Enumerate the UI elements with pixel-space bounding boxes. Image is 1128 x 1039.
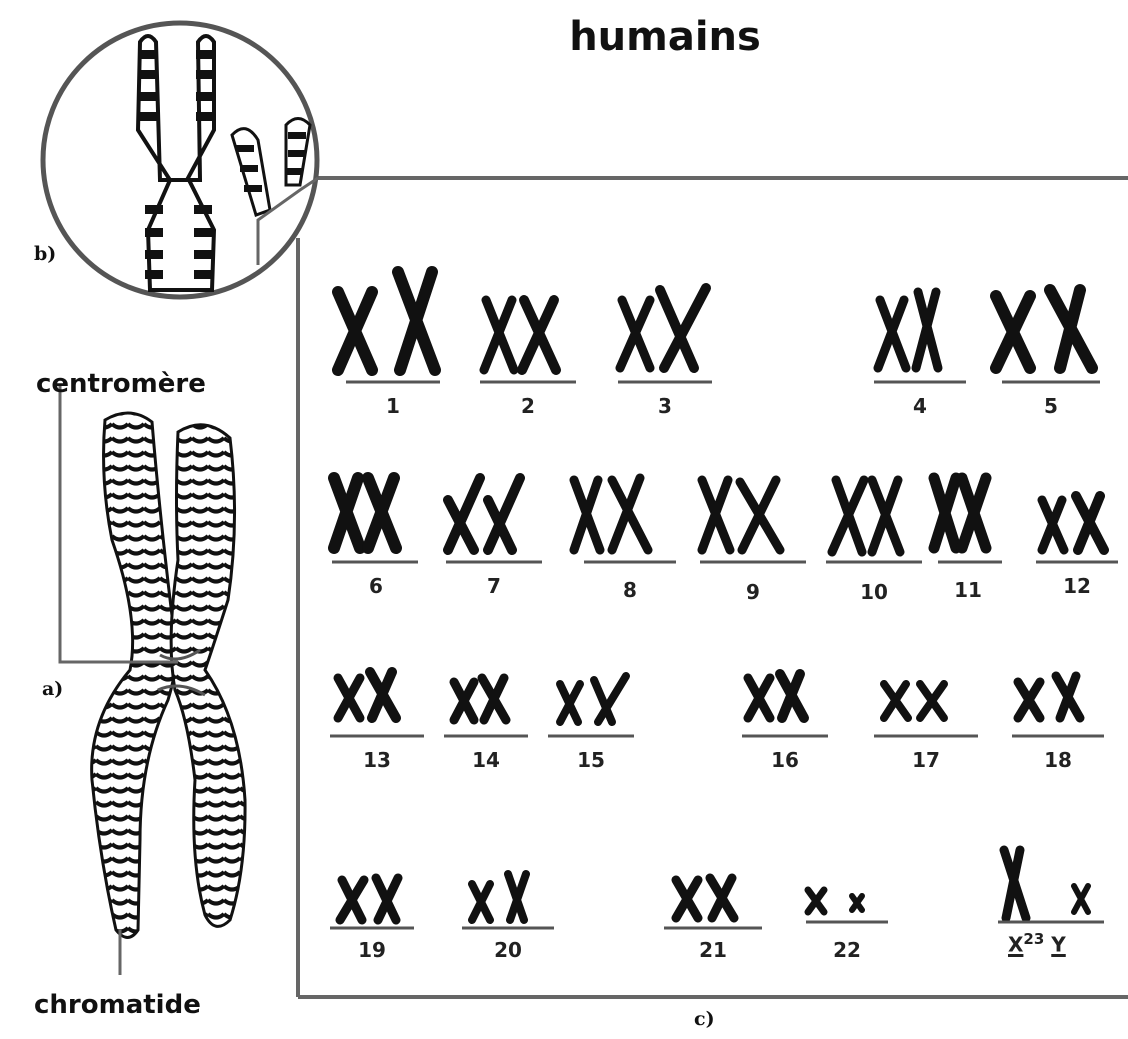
- pair-number: 10: [834, 580, 914, 604]
- pair-number: 11: [928, 578, 1008, 602]
- karyotype-baselines: [330, 382, 1118, 928]
- pair-number: 5: [1011, 394, 1091, 418]
- pair-number: 7: [454, 574, 534, 598]
- pair-number: 6: [336, 574, 416, 598]
- sex-chromosome-label: X23 Y: [1008, 930, 1066, 957]
- pair-number: 13: [337, 748, 417, 772]
- large-chromosome: [60, 385, 245, 975]
- pair-number: 9: [713, 580, 793, 604]
- pair-number: 4: [880, 394, 960, 418]
- pair-number: 16: [745, 748, 825, 772]
- pair-number: 15: [551, 748, 631, 772]
- pair-number: 20: [468, 938, 548, 962]
- chromatide-label: chromatide: [34, 990, 201, 1020]
- sex-pair-number: 23: [1023, 930, 1044, 948]
- sex-y: Y: [1051, 933, 1065, 957]
- sex-x: X: [1008, 933, 1023, 957]
- pair-number: 22: [807, 938, 887, 962]
- pair-number: 14: [446, 748, 526, 772]
- label-c: c): [694, 1008, 715, 1030]
- centromere-label: centromère: [36, 369, 206, 399]
- label-a: a): [42, 678, 63, 700]
- label-b: b): [34, 243, 56, 265]
- pair-number: 17: [886, 748, 966, 772]
- pair-number: 12: [1037, 574, 1117, 598]
- pair-number: 19: [332, 938, 412, 962]
- pair-number: 3: [625, 394, 705, 418]
- pair-number: 8: [590, 578, 670, 602]
- pair-number: 18: [1018, 748, 1098, 772]
- pair-number: 21: [673, 938, 753, 962]
- inset-circle: [43, 23, 318, 297]
- pair-number: 2: [488, 394, 568, 418]
- pair-number: 1: [353, 394, 433, 418]
